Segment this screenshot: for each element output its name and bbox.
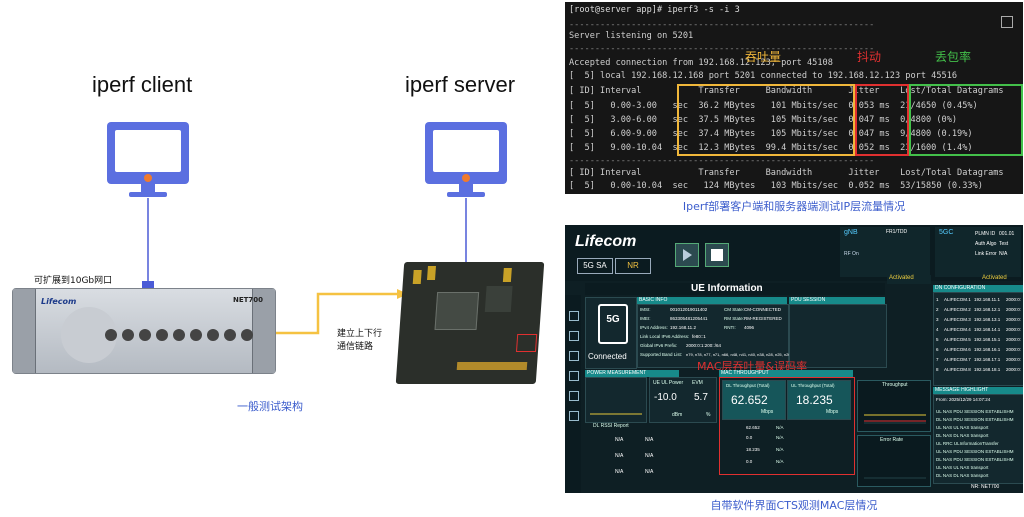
table-header: [ ID] Interval Transfer Bandwidth Jitter… — [569, 86, 1004, 96]
phone-icon[interactable] — [569, 351, 579, 361]
5g-phone-icon: 5G — [598, 304, 628, 344]
mode-tab-5gsa[interactable]: 5G SA — [577, 258, 613, 274]
app-caption: 自带软件界面CTS观测MAC层情况 — [710, 499, 878, 512]
ue-info-title: UE Information — [691, 283, 763, 294]
link-note-line1: 建立上下行 — [337, 329, 383, 339]
dn-config-header: DN CONFIGURATION — [935, 285, 986, 291]
list-item[interactable]: UL NAS PDU SESSION ESTABLISHM — [936, 449, 1014, 454]
car-icon[interactable] — [569, 391, 579, 401]
list-item[interactable]: UL NAS UL NAS transport — [936, 465, 989, 470]
side-nav — [565, 295, 581, 493]
table-header-2: [ ID] Interval Transfer Bandwidth Jitter… — [569, 168, 1004, 178]
dl-throughput-card: DL Throughput (Total) 62.652 Mbps — [722, 380, 786, 420]
terminal-caption: Iperf部署客户端和服务器端测试IP层流量情况 — [682, 200, 906, 213]
table-row: [ 5] 0.00-3.00 sec 36.2 MBytes 101 Mbits… — [569, 101, 978, 111]
signal-icon[interactable] — [569, 331, 579, 341]
app-brand: Lifecom — [575, 233, 637, 250]
gnb-title: gNB — [844, 229, 858, 236]
accepted-line: Accepted connection from 192.168.12.123,… — [569, 58, 833, 68]
antenna-icon[interactable] — [569, 311, 579, 321]
ue-status-card: 5G Connected — [585, 297, 637, 369]
pdu-session-header: PDU SESSION — [791, 297, 826, 303]
summary-row: [ 5] 0.00-10.04 sec 124 MBytes 103 Mbits… — [569, 181, 983, 191]
gnb-panel: gNB RF On FR1/TDD — [840, 227, 930, 277]
loss-highlight-box — [909, 84, 1023, 156]
error-rate-chart: Error Rate — [857, 435, 931, 487]
iperf-terminal: [root@server app]# iperf3 -s -i 3 ------… — [565, 2, 1023, 194]
mac-throughput-highlight — [719, 377, 855, 475]
basic-info-header: BASIC INFO — [639, 297, 668, 303]
connected-label: Connected — [588, 352, 627, 361]
list-item[interactable]: DL NAS PDU SESSION ESTABLISHM — [936, 417, 1014, 422]
listening-line: Server listening on 5201 — [569, 31, 694, 41]
gnb-activated: Activated — [887, 275, 931, 284]
power-chart — [590, 413, 642, 415]
list-item[interactable]: DL NAS DL NAS transport — [936, 433, 989, 438]
pdu-session-panel — [789, 304, 887, 368]
list-item[interactable]: UL NAS PDU SESSION ESTABLISHM — [936, 409, 1014, 414]
expand-note: 可扩展到10Gb网口 — [34, 276, 113, 286]
dash-line: ----------------------------------------… — [569, 156, 875, 166]
throughput-annotation: 吞吐量 — [745, 50, 782, 64]
list-item[interactable]: DL NAS PDU SESSION ESTABLISHM — [936, 457, 1014, 462]
client-label: iperf client — [92, 72, 193, 97]
device-brand: Lifecom — [41, 297, 77, 306]
5gc-title: 5GC — [939, 229, 954, 236]
cts-app-window: Lifecom 5G SA NR gNB RF On FR1/TDD Activ… — [565, 225, 1023, 493]
table-row: [ 5] 6.00-9.00 sec 37.4 MBytes 105 Mbits… — [569, 129, 973, 139]
dev-board — [395, 262, 545, 384]
basic-info-panel: IMSI: 001012019011402 CM State: CM-CONNE… — [637, 304, 833, 368]
dash-line: ----------------------------------------… — [569, 20, 875, 30]
mode-tab-label: NR — [627, 261, 639, 270]
message-list: From: 2025/12/29 14:07:24 UL NAS PDU SES… — [933, 394, 1023, 484]
expand-icon[interactable] — [1001, 16, 1013, 28]
port-row — [105, 325, 255, 345]
table-row: [ 5] 9.00-10.04 sec 12.3 MBytes 99.4 Mbi… — [569, 143, 973, 153]
5gc-panel: 5GC PLMN ID 001.01 Auth Algo Test Link E… — [935, 227, 1021, 277]
throughput-chart: Throughput — [857, 380, 931, 432]
throughput-highlight-box — [677, 84, 855, 156]
footer-nr: NR: NET700 — [971, 484, 1000, 490]
mac-annotation: MAC层吞吐量&误码率 — [697, 360, 808, 373]
link-note-line2: 通信链路 — [337, 342, 374, 352]
list-item[interactable]: DL NAS DL NAS transport — [936, 473, 989, 478]
jitter-highlight-box — [855, 84, 909, 156]
cell-throughput-values: 62.652 N/A 0.0 N/A 18.235 N/A 0.0 N/A — [746, 425, 784, 464]
power-measurement-header: POWER MEASUREMENT — [587, 370, 647, 376]
client-computer-icon — [107, 122, 189, 197]
message-highlight-header: MESSAGE HIGHLIGHT — [935, 387, 989, 393]
left-caption: 一般测试架构 — [237, 400, 303, 413]
server-computer-icon — [425, 122, 507, 197]
power-panel — [585, 377, 647, 423]
rsrp-report: DL RSSI Report N/A N/A N/A N/A N/A N/A — [593, 423, 654, 475]
dash-line: ----------------------------------------… — [569, 44, 875, 54]
device-model: NET700 — [233, 296, 264, 304]
test-instrument: Lifecom NET700 — [12, 288, 276, 374]
mode-tab-nr[interactable]: NR — [615, 258, 651, 274]
prompt-line: [root@server app]# iperf3 -s -i 3 — [569, 5, 740, 15]
mode-tab-label: 5G SA — [583, 261, 607, 270]
stop-button[interactable] — [705, 243, 729, 267]
fr1-tdd-label: FR1/TDD — [886, 229, 908, 235]
book-icon[interactable] — [569, 411, 579, 421]
5gc-activated: Activated — [982, 275, 1007, 281]
local-line: [ 5] local 192.168.12.168 port 5201 conn… — [569, 71, 958, 81]
ue-ul-power-card: UE UL Power EVM -10.0 5.7 dBm % — [649, 377, 717, 423]
monitor-icon[interactable] — [569, 371, 579, 381]
jitter-annotation: 抖动 — [857, 50, 882, 64]
list-item[interactable]: UL NAS UL NAS transport — [936, 425, 989, 430]
rf-on-label: RF On — [844, 251, 859, 257]
ul-throughput-card: UL Throughput (Total) 18.235 Mbps — [787, 380, 851, 420]
play-button[interactable] — [675, 243, 699, 267]
loss-annotation: 丢包率 — [935, 50, 972, 64]
list-item[interactable]: UL RRC ULInformationTransfer — [936, 441, 999, 446]
table-row: [ 5] 3.00-6.00 sec 37.5 MBytes 105 Mbits… — [569, 115, 958, 125]
mac-throughput-header: MAC THROUGHPUT — [721, 370, 769, 376]
server-label: iperf server — [405, 72, 516, 97]
